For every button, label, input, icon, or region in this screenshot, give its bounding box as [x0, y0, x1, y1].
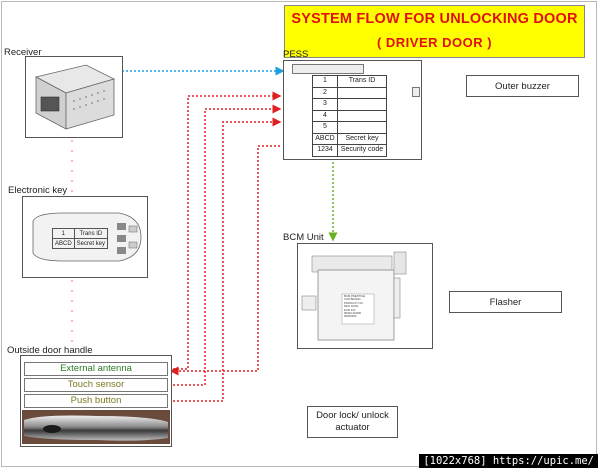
key-cell: Trans ID: [73, 228, 109, 239]
door-lock-label-line1: Door lock/ unlock: [316, 410, 389, 421]
pess-cell: 1234: [312, 144, 338, 157]
pess-cell: Security code: [337, 144, 387, 157]
pess-label: PESS: [283, 49, 309, 60]
receiver-box: [25, 56, 123, 138]
wire-touch-to-pess: [169, 104, 282, 386]
flasher-label: Flasher: [489, 296, 522, 308]
handle-label: Outside door handle: [7, 345, 93, 356]
key-cell: ABCD: [52, 238, 75, 249]
pess-connector: [292, 64, 364, 74]
key-cell: Secret key: [73, 238, 109, 249]
pess-cell: Trans ID: [337, 75, 387, 88]
electronic-key-label: Electronic key: [8, 185, 68, 196]
pess-cell: 3: [312, 98, 338, 111]
bcm-label: BCM Unit: [283, 232, 324, 243]
pess-cell: [337, 98, 387, 111]
touch-sensor-row: Touch sensor: [24, 378, 168, 392]
receiver-label: Receiver: [4, 47, 42, 58]
outer-buzzer-box: Outer buzzer: [466, 75, 579, 97]
wire-antenna-to-pess: [169, 91, 282, 370]
bcm-sticker-line: EUR 12V: [344, 307, 356, 312]
title-sub: ( DRIVER DOOR ): [376, 35, 493, 50]
pess-cell: [337, 121, 387, 134]
bcm-sticker-line: 95400 2M300: [344, 311, 362, 316]
bcm-sticker: BCM PRESTIGE CAN BRAND PRODUCT NO. MFG D…: [344, 294, 374, 319]
title-banner: SYSTEM FLOW FOR UNLOCKING DOOR ( DRIVER …: [284, 5, 585, 58]
bcm-sticker-line: CAN BRAND: [344, 297, 361, 302]
bcm-sticker-line: BCM PRESTIGE: [344, 294, 366, 298]
bcm-sticker-line: PRODUCT NO.: [344, 300, 364, 305]
pess-cell: 2: [312, 86, 338, 99]
electronic-key-box: [22, 196, 148, 278]
pess-cell: 5: [312, 121, 338, 134]
outer-buzzer-label: Outer buzzer: [495, 80, 550, 92]
receiver-module-icon: [34, 64, 116, 130]
pess-cell: Secret key: [337, 132, 387, 145]
pess-cell: [337, 86, 387, 99]
door-lock-label-line2: actuator: [335, 422, 370, 433]
table-row: 2: [312, 86, 387, 99]
external-antenna-row: External antenna: [24, 362, 168, 376]
watermark: [1022x768] https://upic.me/: [419, 454, 598, 468]
pess-cell: 1: [312, 75, 338, 88]
pess-tab: [412, 87, 420, 97]
pess-cell: 4: [312, 109, 338, 122]
bcm-module-icon: [301, 251, 407, 341]
push-button-row: Push button: [24, 394, 168, 408]
pess-cell: ABCD: [312, 132, 338, 145]
bcm-box: BCM PRESTIGE CAN BRAND PRODUCT NO. MFG D…: [297, 243, 433, 349]
table-row: 5: [312, 121, 387, 134]
door-handle-photo: [22, 410, 170, 444]
bcm-sticker-line: MFG DATE: [344, 304, 359, 309]
bcm-sticker-line: 00000000: [344, 314, 357, 319]
flasher-box: Flasher: [449, 291, 562, 313]
wire-push-to-pess: [169, 117, 282, 402]
pess-cell: [337, 109, 387, 122]
door-lock-actuator-box: Door lock/ unlock actuator: [307, 406, 398, 438]
table-row: 4: [312, 109, 387, 122]
table-row: 3: [312, 98, 387, 111]
key-cell: 1: [52, 228, 75, 239]
title-main: SYSTEM FLOW FOR UNLOCKING DOOR: [291, 11, 578, 27]
